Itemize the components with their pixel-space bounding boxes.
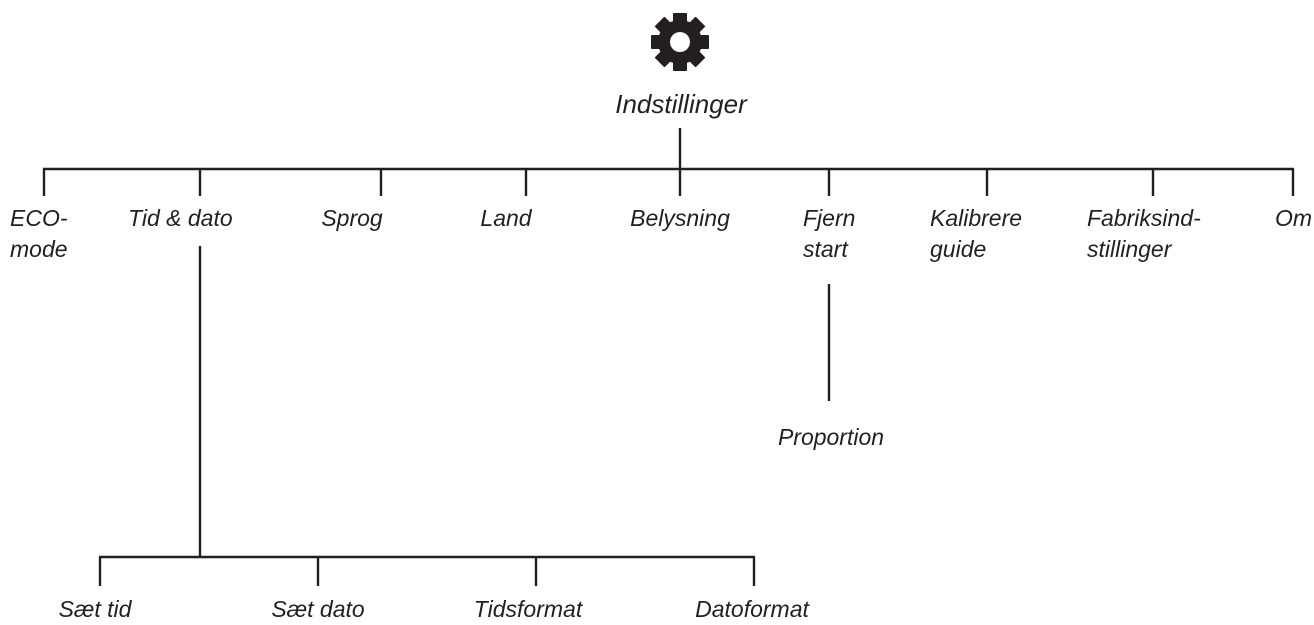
gear-icon: [651, 13, 709, 71]
node-proportion[interactable]: Proportion: [778, 422, 884, 453]
node-proportion-text: Proportion: [777, 424, 885, 450]
node-eco-mode[interactable]: ECO- mode: [10, 203, 68, 265]
node-eco-mode-line-2: mode: [10, 236, 68, 262]
node-kalibrere-guide-line-1: Kalibrere: [930, 205, 1023, 231]
node-tid-dato-text: Tid & dato: [128, 205, 233, 231]
node-kalibrere-guide[interactable]: Kalibrere guide: [930, 203, 1022, 265]
node-sprog-text: Sprog: [321, 205, 383, 231]
node-saet-tid-text: Sæt tid: [58, 596, 132, 622]
node-fabriksindstillinger-line-2: stillinger: [1087, 236, 1172, 262]
root-label: Indstillinger: [615, 88, 747, 120]
node-saet-dato-text: Sæt dato: [271, 596, 365, 622]
node-tidsformat[interactable]: Tidsformat: [474, 594, 582, 625]
node-fjern-start[interactable]: Fjern start: [803, 203, 855, 265]
node-saet-tid[interactable]: Sæt tid: [59, 594, 132, 625]
node-om-text: Om: [1274, 205, 1312, 231]
node-datoformat-text: Datoformat: [695, 596, 809, 622]
node-om[interactable]: Om: [1275, 203, 1312, 234]
root-label-text: Indstillinger: [615, 89, 747, 119]
node-land-text: Land: [480, 205, 532, 231]
node-fjern-start-line-2: start: [803, 236, 848, 262]
node-fjern-start-line-1: Fjern: [803, 205, 856, 231]
node-tidsformat-text: Tidsformat: [473, 596, 583, 622]
node-fabriksindstillinger-line-1: Fabriksind-: [1087, 205, 1201, 231]
node-fabriksindstillinger[interactable]: Fabriksind- stillinger: [1087, 203, 1201, 265]
node-tid-dato[interactable]: Tid & dato: [128, 203, 233, 234]
node-sprog[interactable]: Sprog: [321, 203, 382, 234]
node-belysning-text: Belysning: [630, 205, 730, 231]
node-land[interactable]: Land: [480, 203, 531, 234]
node-eco-mode-line-1: ECO-: [10, 205, 68, 231]
node-kalibrere-guide-line-2: guide: [930, 236, 987, 262]
node-datoformat[interactable]: Datoformat: [695, 594, 809, 625]
node-belysning[interactable]: Belysning: [630, 203, 730, 234]
node-saet-dato[interactable]: Sæt dato: [271, 594, 364, 625]
